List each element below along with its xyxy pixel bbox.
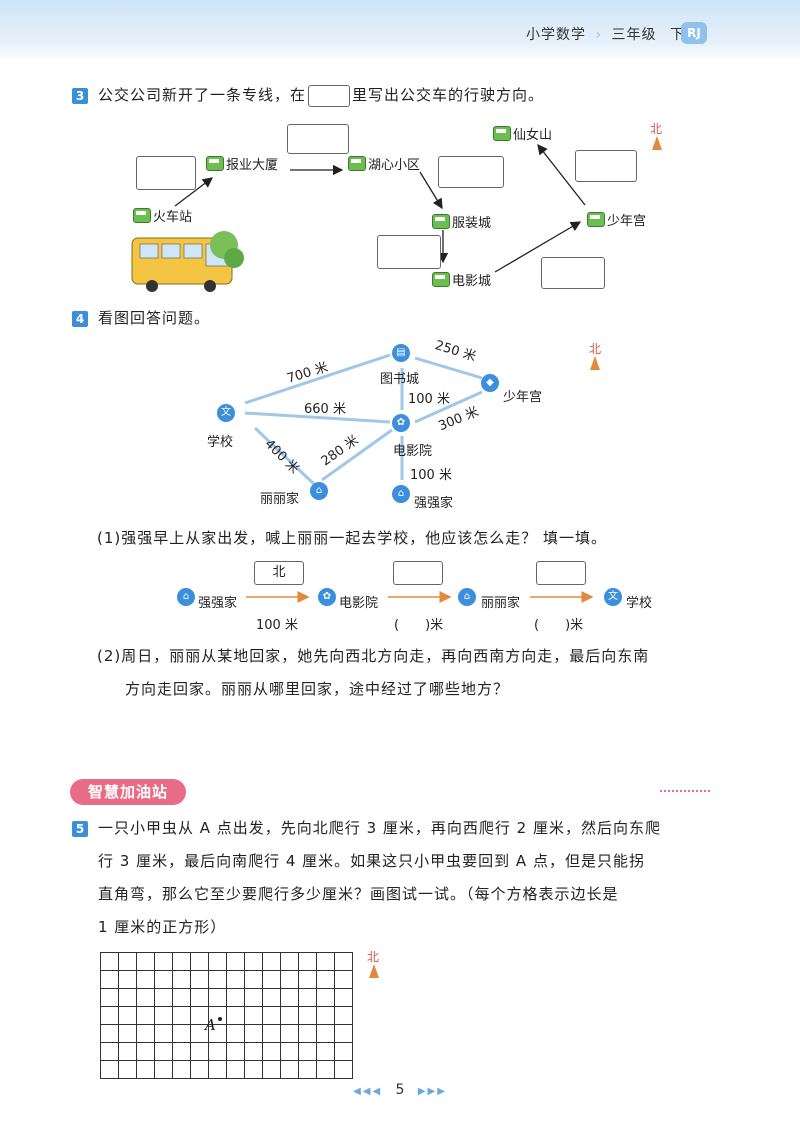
direction-answer-box[interactable] <box>575 150 637 182</box>
path-mid-1: 电影院 <box>339 596 379 611</box>
point-a-label: A <box>205 1016 216 1034</box>
stop-clothing-city: 服装城 <box>452 216 492 231</box>
stop-fairy-mountain: 仙女山 <box>513 128 553 143</box>
route-arrow <box>537 143 586 206</box>
question-number: 5 <box>72 821 88 837</box>
north-label: 北 <box>367 950 380 964</box>
book-info: 小学数学 › 三年级 下册 <box>526 24 700 44</box>
next-indicator-icon: ▶▶▶ <box>417 1086 447 1097</box>
place-qiangqiang-home: 强强家 <box>414 496 454 511</box>
place-library: 图书城 <box>380 372 420 387</box>
direction-box-filled: 北 <box>254 561 304 585</box>
youth-palace-icon: ◆ <box>481 374 499 392</box>
stop-lakeside-community: 湖心小区 <box>368 158 421 173</box>
decorative-pencil <box>660 790 710 795</box>
point-a-marker <box>218 1017 222 1021</box>
north-label: 北 <box>650 122 663 136</box>
route-arrow <box>419 171 443 210</box>
map-diagram <box>244 353 483 487</box>
bus-stop-icon <box>432 272 450 287</box>
drawing-grid[interactable] <box>100 952 353 1079</box>
bus-illustration <box>131 231 244 292</box>
q3-prompt-a: 公交公司新开了一条专线，在 <box>98 86 307 104</box>
q5-line4: 1 厘米的正方形） <box>98 918 227 936</box>
north-label: 北 <box>589 342 602 356</box>
direction-answer-box[interactable] <box>393 561 443 585</box>
north-arrow-icon <box>590 356 600 370</box>
q3-prompt: 公交公司新开了一条专线，在 里写出公交车的行驶方向。 <box>98 79 544 112</box>
direction-answer-box[interactable] <box>377 235 441 269</box>
section-title: 智慧加油站 <box>70 779 186 805</box>
q4-sub2-line2: 方向走回家。丽丽从哪里回家，途中经过了哪些地方？ <box>125 680 510 698</box>
page-footer: ◀◀◀ 5 ▶▶▶ <box>0 1082 800 1098</box>
route-arrow <box>494 221 582 273</box>
example-box <box>308 84 351 107</box>
q4-sub2-line1: (2)周日，丽丽从某地回家，她先向西北方向走，再向西南方向走，最后向东南 <box>97 647 650 665</box>
bus-stop-icon <box>206 156 224 171</box>
north-arrow-icon <box>652 136 662 150</box>
north-arrow-icon <box>369 964 379 978</box>
road-line <box>244 353 391 405</box>
route-arrow <box>174 177 214 207</box>
header-band <box>0 0 800 62</box>
edition-badge: RJ <box>681 22 707 44</box>
q5-line1: 一只小甲虫从 A 点出发，先向北爬行 3 厘米，再向西爬行 2 厘米，然后向东爬 <box>98 819 661 837</box>
stop-newspaper-building: 报业大厦 <box>226 158 279 173</box>
direction-answer-box[interactable] <box>541 257 605 289</box>
cinema-icon: ✿ <box>318 588 336 606</box>
house-icon: ⌂ <box>392 485 410 503</box>
q4-sub1: (1)强强早上从家出发，喊上丽丽一起去学校，他应该怎么走？ 填一填。 <box>97 529 608 547</box>
prev-indicator-icon: ◀◀◀ <box>353 1086 383 1097</box>
question-number: 3 <box>72 88 88 104</box>
q4-prompt: 看图回答问题。 <box>98 309 211 327</box>
school-icon: 文 <box>217 404 235 422</box>
q5-line2: 行 3 厘米，最后向南爬行 4 厘米。如果这只小甲虫要回到 A 点，但是只能拐 <box>98 852 645 870</box>
road-line <box>244 411 391 424</box>
bus-stop-icon <box>133 208 151 223</box>
q5-line3: 直角弯，那么它至少要爬行多少厘米？画图试一试。（每个方格表示边长是 <box>98 885 619 903</box>
grade-label: 三年级 <box>611 27 657 43</box>
bus-route-diagram <box>131 143 586 292</box>
house-icon: ⌂ <box>177 588 195 606</box>
separator: › <box>595 27 603 43</box>
path-distance-1: 100 米 <box>256 618 298 633</box>
path-distance-blank[interactable]: ( )米 <box>534 618 584 633</box>
direction-answer-box[interactable] <box>287 124 349 154</box>
distance-label: 100 米 <box>410 468 452 483</box>
house-icon: ⌂ <box>310 482 328 500</box>
place-lili-home: 丽丽家 <box>260 492 300 507</box>
direction-answer-box[interactable] <box>536 561 586 585</box>
distance-label: 100 米 <box>408 392 450 407</box>
bus-stop-icon <box>493 126 511 141</box>
place-cinema: 电影院 <box>393 444 433 459</box>
road-line <box>414 390 483 424</box>
question-number: 4 <box>72 311 88 327</box>
path-distance-blank[interactable]: ( )米 <box>394 618 444 633</box>
stop-youth-palace: 少年宫 <box>607 214 647 229</box>
distance-label: 660 米 <box>304 402 346 417</box>
bus-stop-icon <box>348 156 366 171</box>
direction-answer-box[interactable] <box>438 156 504 188</box>
school-icon: 文 <box>604 588 622 606</box>
place-school: 学校 <box>207 435 234 450</box>
path-mid-2: 丽丽家 <box>481 596 521 611</box>
stop-cinema-city: 电影城 <box>452 274 492 289</box>
path-start: 强强家 <box>198 596 238 611</box>
path-end: 学校 <box>626 596 653 611</box>
house-icon: ⌂ <box>458 588 476 606</box>
bus-stop-icon <box>587 212 605 227</box>
place-youth-palace: 少年宫 <box>503 390 543 405</box>
road-line <box>321 428 393 482</box>
path-arrows <box>246 591 594 603</box>
bus-stop-icon <box>432 214 450 229</box>
direction-answer-box[interactable] <box>136 156 196 190</box>
stop-train-station: 火车站 <box>153 210 193 225</box>
road-line <box>414 356 483 380</box>
page-number: 5 <box>395 1082 405 1098</box>
cinema-icon: ✿ <box>392 414 410 432</box>
library-icon: ▤ <box>392 344 410 362</box>
q3-prompt-b: 里写出公交车的行驶方向。 <box>352 86 545 104</box>
subject-label: 小学数学 <box>526 27 587 43</box>
road-line <box>253 426 317 487</box>
